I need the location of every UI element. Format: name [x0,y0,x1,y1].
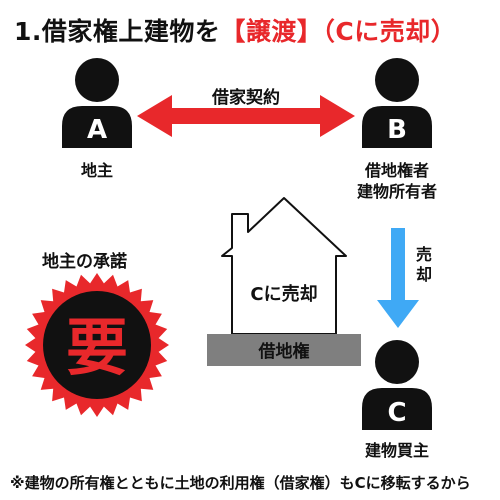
house-label: Cに売却 [250,283,317,305]
leasehold-ground [207,334,361,366]
house-icon [221,197,347,335]
diagram-title: 1.借家権上建物を【譲渡】（Cに売却） [14,12,456,52]
person-a-label: 地主 [80,161,113,180]
title-transfer: 【譲渡】 [220,17,323,46]
consent-required-badge [25,273,169,417]
person-b-label-line1: 借地権者 [364,161,429,180]
person-a-letter: A [87,115,107,145]
person-c-icon [362,340,432,430]
sale-arrow-label-2: 却 [416,265,432,284]
person-a-icon [62,58,132,148]
title-sale: （Cに売却） [322,17,457,46]
person-b-icon [362,58,432,148]
person-c-letter: C [387,398,406,428]
title-prefix: 1.借家権上建物を [14,17,221,46]
person-b-label-line2: 建物所有者 [356,182,437,201]
leasehold-label: 借地権 [258,341,310,362]
lease-arrow-label: 借家契約 [211,87,280,108]
person-b-label: 借地権者 建物所有者 [347,160,447,202]
sale-arrow [377,228,419,328]
sale-arrow-label-1: 売 [416,245,432,264]
footnote: ※建物の所有権とともに土地の利用権（借家権）もCに移転するから [10,474,471,492]
person-b-letter: B [387,115,407,145]
consent-heading: 地主の承諾 [42,252,127,272]
consent-required-text: 要 [66,311,128,384]
lease-arrow [137,95,355,137]
person-c-label: 建物買主 [364,441,429,460]
